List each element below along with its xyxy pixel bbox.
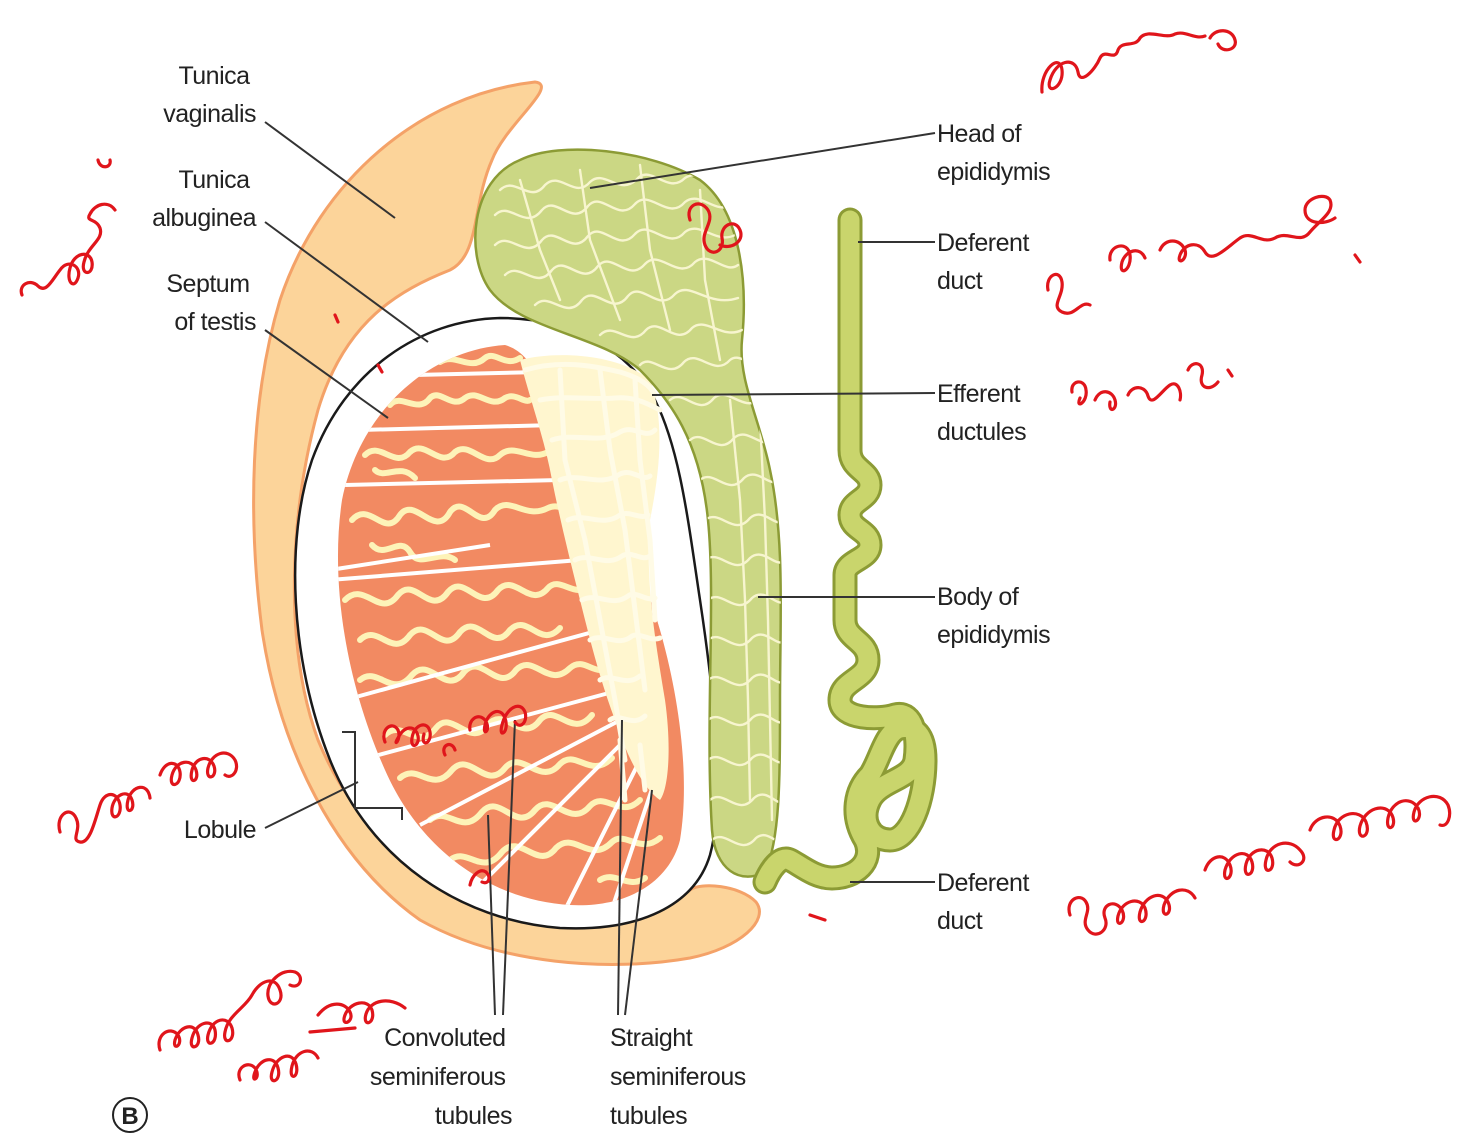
label-tunica-vaginalis: Tunica vaginalis xyxy=(163,62,256,128)
label-head-of-epididymis: Head of epididymis xyxy=(937,120,1050,186)
svg-text:B: B xyxy=(121,1103,138,1130)
label-body-of-epididymis: Body of epididymis xyxy=(937,583,1050,649)
label-deferent-duct-lower: Deferent duct xyxy=(937,869,1035,935)
label-lobule: Lobule xyxy=(184,816,256,844)
label-tunica-albuginea: Tunica albuginea xyxy=(152,166,257,232)
label-straight-seminiferous-tubules: Straight seminiferous tubules xyxy=(610,1024,752,1130)
label-efferent-ductules: Efferent ductules xyxy=(937,380,1027,446)
figure-label: B xyxy=(113,1098,147,1132)
label-septum-of-testis: Septum of testis xyxy=(166,270,256,336)
label-deferent-duct-upper: Deferent duct xyxy=(937,229,1035,295)
label-convoluted-seminiferous-tubules: Convoluted seminiferous tubules xyxy=(370,1024,512,1130)
